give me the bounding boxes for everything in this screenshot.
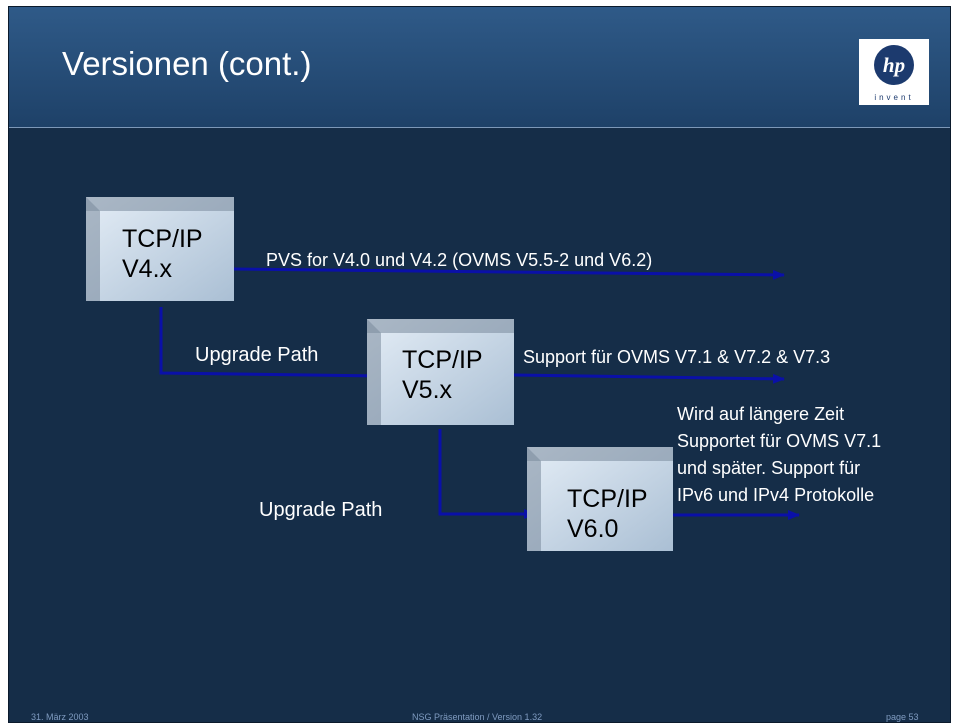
v4-support-label: PVS for V4.0 und V4.2 (OVMS V5.5-2 und V… bbox=[266, 250, 653, 270]
hp-invent-logo-icon: hp invent bbox=[859, 39, 929, 105]
v6-support-line2: Supportet für OVMS V7.1 bbox=[677, 431, 882, 451]
logo-tagline: invent bbox=[874, 93, 913, 102]
upgrade-path-arrow-2 bbox=[438, 429, 536, 519]
slide: Versionen (cont.) hp invent bbox=[8, 6, 951, 723]
slide-title: Versionen (cont.) bbox=[62, 45, 312, 82]
v6-support-line4: IPv6 und IPv4 Protokolle bbox=[677, 485, 875, 505]
v5-support-arrow bbox=[513, 373, 785, 384]
footer-presentation-info: NSG Präsentation / Version 1.32 bbox=[412, 712, 543, 722]
svg-text:hp: hp bbox=[883, 53, 905, 77]
upgrade-path-label-2: Upgrade Path bbox=[259, 499, 383, 521]
box-v4-line2: V4.x bbox=[122, 255, 173, 283]
box-v4-line1: TCP/IP bbox=[122, 225, 203, 253]
upgrade-path-label-1: Upgrade Path bbox=[195, 344, 319, 366]
box-v5-label: TCP/IP V5.x bbox=[402, 345, 483, 405]
version-diagram bbox=[86, 197, 800, 551]
slide-header: Versionen (cont.) hp invent bbox=[9, 7, 950, 128]
v5-support-label: Support für OVMS V7.1 & V7.2 & V7.3 bbox=[523, 347, 831, 367]
v6-support-line3: und später. Support für bbox=[677, 458, 861, 478]
box-v5-line1: TCP/IP bbox=[402, 346, 483, 374]
box-v5-line2: V5.x bbox=[402, 376, 453, 404]
footer-date: 31. März 2003 bbox=[31, 712, 89, 722]
upgrade-path-arrow-1 bbox=[159, 307, 382, 381]
v4-support-arrow bbox=[233, 267, 785, 280]
v6-support-label: Wird auf längere Zeit Supportet für OVMS… bbox=[677, 401, 881, 509]
tcpip-v4-box bbox=[86, 197, 234, 301]
box-v6-line2: V6.0 bbox=[567, 515, 619, 543]
box-v6-line1: TCP/IP bbox=[567, 485, 648, 513]
v6-support-line1: Wird auf längere Zeit bbox=[677, 404, 845, 424]
tcpip-v6-box bbox=[527, 447, 673, 551]
footer-page-number: page 53 bbox=[886, 712, 919, 722]
box-v6-label: TCP/IP V6.0 bbox=[567, 484, 648, 544]
tcpip-v5-box bbox=[367, 319, 514, 425]
box-v4-label: TCP/IP V4.x bbox=[122, 224, 203, 284]
